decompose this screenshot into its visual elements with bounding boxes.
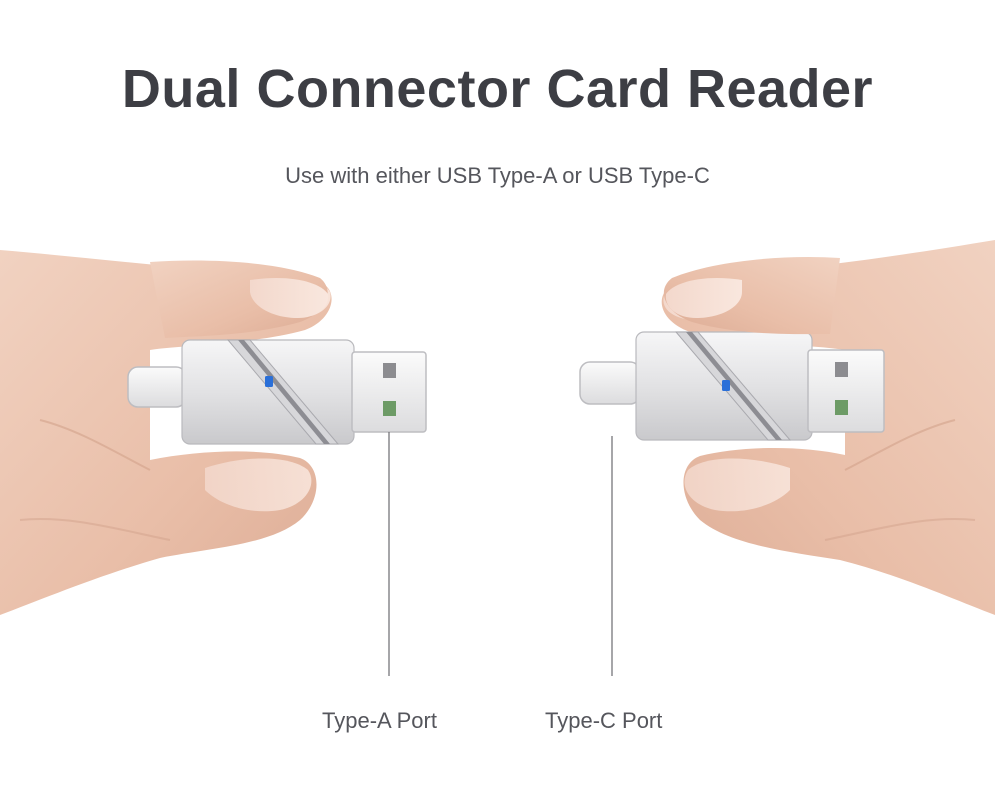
led-indicator — [265, 376, 273, 387]
right-card-reader — [579, 331, 885, 441]
type-c-port-label: Type-C Port — [545, 708, 663, 733]
usb-c-plug — [127, 366, 187, 408]
left-card-reader — [127, 339, 427, 445]
page-title: Dual Connector Card Reader — [121, 59, 874, 119]
reader-body — [181, 339, 355, 445]
left-thumb-top — [150, 260, 329, 338]
usb-c-plug — [579, 361, 641, 405]
type-a-port-label: Type-A Port — [322, 708, 437, 733]
page-subtitle: Use with either USB Type-A or USB Type-C — [285, 163, 710, 188]
right-thumb-top — [663, 256, 840, 335]
usb-a-plug — [807, 349, 885, 433]
led-indicator — [722, 380, 730, 391]
